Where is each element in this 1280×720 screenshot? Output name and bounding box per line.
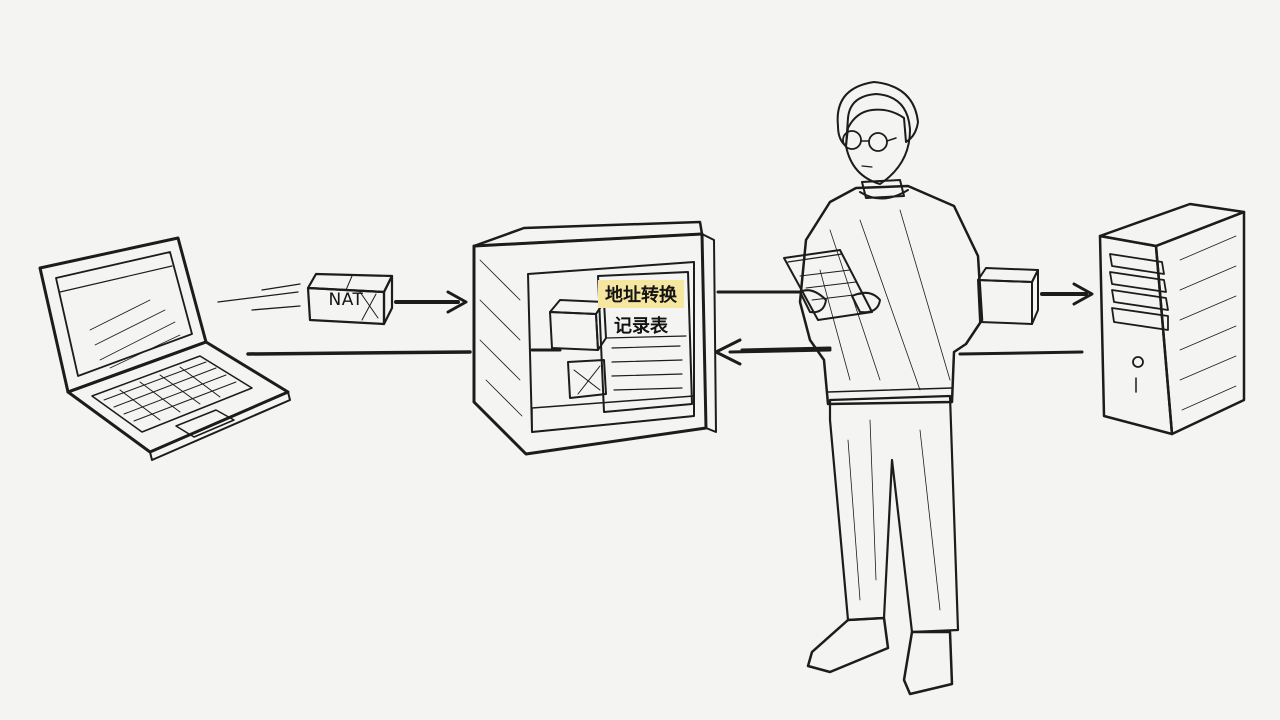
inner-package-icon-2 <box>567 359 607 399</box>
return-line-to-laptop <box>246 350 472 356</box>
outgoing-arrow <box>394 290 468 314</box>
server-package-icon <box>977 267 1039 325</box>
laptop-icon <box>38 236 291 461</box>
motion-lines <box>217 283 301 311</box>
packet-label: NAT <box>328 290 364 310</box>
package-icon <box>306 272 394 326</box>
return-line-from-server <box>958 350 1084 356</box>
nat-table-paper <box>597 271 693 413</box>
nat-table-title: 地址转换 <box>598 280 684 308</box>
forward-arrow-to-server <box>1040 282 1094 306</box>
server-tower-icon <box>1098 202 1246 436</box>
nat-table-subtitle: 记录表 <box>614 316 668 337</box>
person-with-notepad-icon <box>783 81 984 696</box>
nat-router-box-icon <box>472 220 717 456</box>
